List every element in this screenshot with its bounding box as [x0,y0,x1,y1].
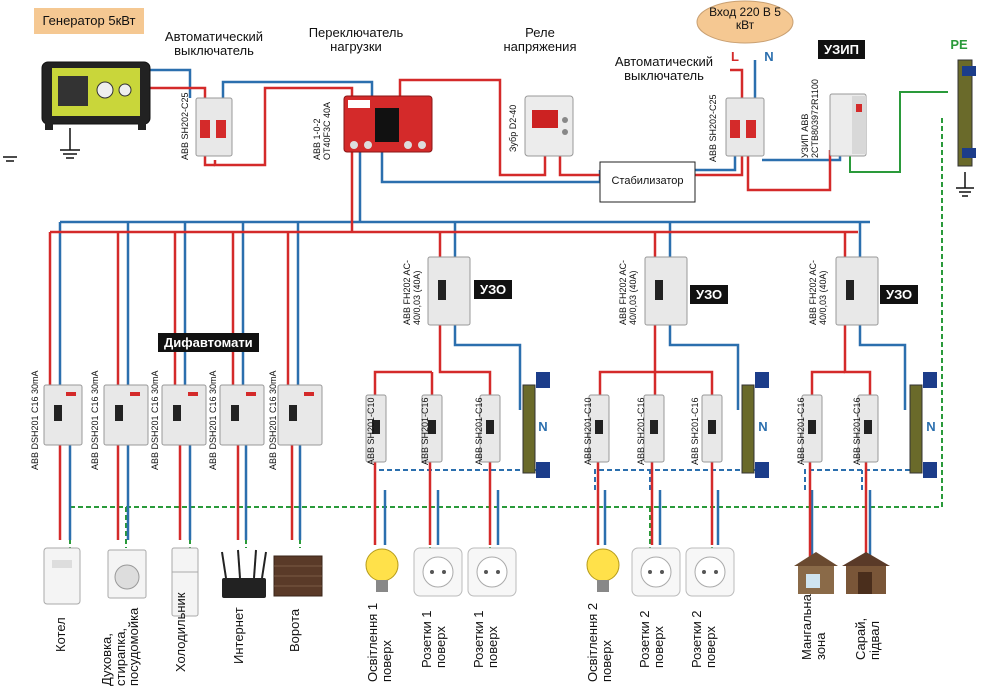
mcb-7-model: ABB SH201-C16 [796,397,806,465]
load-shed: Сарай, підвал [853,617,882,660]
neutral-dashed [374,469,920,490]
fridge-icon [171,547,199,617]
load-sockets-2b: Розетки 2 поверх [689,610,718,668]
n-bus-2-label: N [758,419,768,434]
voltage-relay-icon [524,95,574,157]
difav-title: Дифавтомати [158,333,259,352]
rcbo-3-model: ABB DSH201 C16 30mA [150,370,160,470]
relay-title: Реле напряжения [503,25,577,55]
rcd-2-label: УЗО [690,285,729,304]
relay-model: Зубр D2-40 [508,104,518,152]
rcd-3-label: УЗО [880,285,919,304]
stabilizer-label: Стабилизатор [611,175,684,187]
rcd-2-model: ABB FH202 AC-40/0,03 (40A) [618,259,638,325]
load-fridge: Холодильник [173,592,188,672]
generator-icon [41,61,151,130]
ground-symbol-icon [3,128,974,197]
generator-label: Генератор 5кВт [34,8,144,34]
gate-icon [273,555,323,597]
main-breaker-model: ABB SH202-C25 [708,94,718,162]
socket-icon [685,547,735,597]
load-gate: Ворота [287,608,302,652]
load-sockets-2a: Розетки 2 поверх [637,610,666,668]
n-bus-3-label: N [926,419,936,434]
pe-busbar-icon [957,59,976,167]
gen-breaker-model: ABB SH202-C25 [180,92,190,160]
mcb-2-model: ABB SH201-C16 [420,397,430,465]
line-n-label: N [764,49,774,64]
gen-breaker-icon [195,97,233,157]
bulb-icon [586,548,620,592]
load-switch-icon [343,95,433,153]
mcb-levers [372,420,872,434]
n-bus-1-label: N [538,419,548,434]
input-label: Вход 220 В 5 кВт [709,5,781,33]
rcbo-row [43,384,323,446]
main-breaker-icon [725,97,765,157]
load-bbq: Мангальна зона [799,594,828,660]
mcb-3-model: ABB SH201-C16 [474,397,484,465]
load-internet: Интернет [231,607,246,664]
router-icon [221,549,267,598]
mcb-6-model: ABB SH201-C16 [690,397,700,465]
stabilizer-box [599,161,696,203]
mcb-8-model: ABB SH201-C16 [852,397,862,465]
load-sockets-1a: Розетки 1 поверх [419,610,448,668]
bulb-icon [365,548,399,592]
neutral-wiring [58,60,907,560]
rcd-1-model: ABB FH202 AC-40/0,03 (40A) [402,259,422,325]
rcd-1-label: УЗО [474,280,513,299]
spd-model: УЗИП ABB 2CTB803972R1100 [800,79,820,158]
load-boiler: Котел [53,617,68,652]
socket-icon [413,547,463,597]
rcd-row [427,256,879,326]
load-kitchen: Духовка, стирапка, посудомойка [99,607,142,686]
washer-icon [107,549,147,599]
spd-title: УЗИП [818,40,865,59]
mcb-row [365,394,879,463]
switch-model: ABB 1-0-2 OT40F3C 40A [312,101,332,160]
mcb-4-model: ABB SH201-C10 [583,397,593,465]
load-light-1: Освітлення 1 поверх [365,602,394,682]
switch-title: Переключатель нагрузки [308,25,404,55]
rcbo-1-model: ABB DSH201 C16 30mA [30,370,40,470]
rcd-3-model: ABB FH202 AC-40/0,03 (40A) [808,259,828,325]
mcb-1-model: ABB SH201-C10 [366,397,376,465]
gen-breaker-title: Автоматический выключатель [150,29,278,59]
line-l-label: L [731,49,739,64]
spd-icon [829,93,867,157]
mcb-5-model: ABB SH201-C16 [636,397,646,465]
rcbo-4-model: ABB DSH201 C16 30mA [208,370,218,470]
main-breaker-title: Автоматический выключатель [600,54,728,84]
bbq-gazebo-icon [794,552,838,594]
n-busbar-icons [522,372,937,478]
rcbo-5-model: ABB DSH201 C16 30mA [268,370,278,470]
socket-icon [467,547,517,597]
shed-icon [842,552,890,594]
spd-ground-wire [849,91,948,173]
pe-label: PE [950,37,968,52]
rcbo-2-model: ABB DSH201 C16 30mA [90,370,100,470]
boiler-icon [43,547,81,605]
phase-wiring [48,68,872,560]
input-ellipse [696,0,794,44]
socket-icon [631,547,681,597]
load-light-2: Освітлення 2 поверх [585,602,614,682]
load-sockets-1b: Розетки 1 поверх [471,610,500,668]
